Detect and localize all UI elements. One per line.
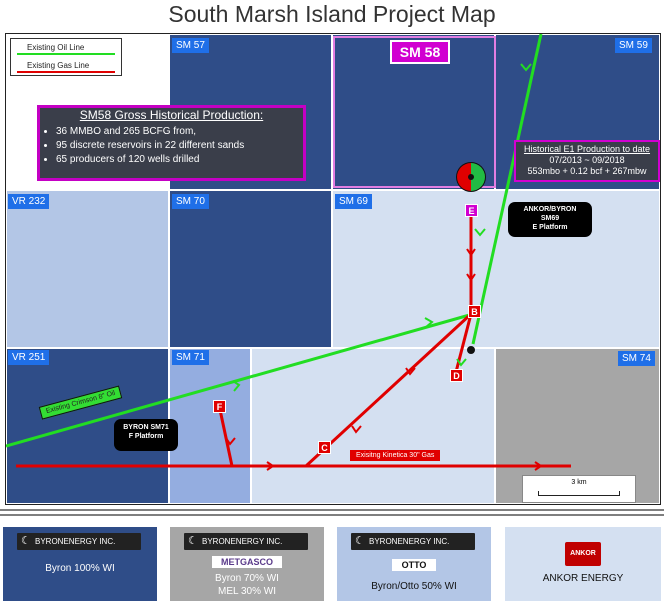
owner-box-byron-metgasco: ☾BYRONENERGY INC. METGASCO Byron 70% WI … <box>170 527 324 601</box>
flow-arrow <box>474 228 486 237</box>
byron-logo-icon: ☾ <box>21 535 31 547</box>
kinetica-label: Exisitng Kinetica 30" Gas <box>350 450 441 461</box>
map-area: SM 57 SM 59 VR 232 SM 70 SM 69 VR 251 SM… <box>5 33 661 505</box>
scale-bar: 3 km <box>522 475 636 503</box>
flow-arrow <box>232 380 241 392</box>
legend-gas-swatch <box>17 71 115 73</box>
production-box: SM58 Gross Historical Production: 36 MMB… <box>37 105 306 181</box>
scale-bracket <box>538 491 620 496</box>
production-heading: SM58 Gross Historical Production: <box>79 108 264 122</box>
byron-logo-icon: ☾ <box>355 535 365 547</box>
legend-oil: Existing Oil Line <box>11 39 121 57</box>
gas-line-f <box>217 404 234 467</box>
block-sm70 <box>169 190 332 348</box>
scale-label: 3 km <box>571 479 587 486</box>
production-item: 36 MMBO and 265 BCFG from, <box>56 125 303 139</box>
ankor-logo: ANKOR <box>565 542 601 566</box>
byron-logo: ☾ BYRONENERGY INC. <box>17 533 141 550</box>
owner-box-byron-otto: ☾ BYRONENERGY INC. OTTO Byron/Otto 50% WI <box>337 527 491 601</box>
oil-line-main <box>471 34 543 345</box>
gas-line-b-c <box>304 312 473 468</box>
map-title: South Marsh Island Project Map <box>168 1 496 27</box>
owner-text: ANKOR ENERGY <box>542 573 624 584</box>
owner-text: Byron 100% WI <box>45 563 115 574</box>
sm58-outline <box>333 36 496 188</box>
otto-logo: OTTO <box>392 559 436 571</box>
legend: Existing Oil Line Existing Gas Line <box>10 38 122 76</box>
owner-box-ankor: ANKOR ANKOR ENERGY <box>505 527 661 601</box>
owner-text: Byron/Otto 50% WI <box>371 581 457 592</box>
byron-sm71-callout: BYRON SM71 F Platform <box>114 419 178 451</box>
flow-arrow <box>351 425 362 434</box>
byron-logo: ☾ BYRONENERGY INC. <box>184 533 308 550</box>
byron-logo: ☾ BYRONENERGY INC. <box>351 533 475 550</box>
byron-logo-icon: ☾ <box>188 535 198 547</box>
flow-arrow <box>405 367 416 376</box>
flow-arrow <box>466 273 476 282</box>
logo-text: BYRONENERGY INC. <box>202 537 283 546</box>
label-sm58: SM 58 <box>390 40 450 64</box>
node-c: C <box>318 441 331 454</box>
production-item: 95 discrete reservoirs in 22 different s… <box>56 139 303 153</box>
callout-line: E Platform <box>532 224 568 231</box>
owner-text: Byron 70% WI <box>215 573 279 584</box>
label-sm71: SM 71 <box>172 350 209 365</box>
flow-arrow <box>466 248 476 257</box>
callout-line: BYRON SM71 <box>123 424 169 431</box>
flow-arrow <box>534 461 543 471</box>
e1-heading: Historical E1 Production to date <box>523 144 651 154</box>
d-well-dot <box>467 346 475 354</box>
label-sm59: SM 59 <box>615 38 652 53</box>
metgasco-logo: METGASCO <box>212 556 282 568</box>
label-vr232: VR 232 <box>8 194 50 209</box>
callout-line: SM69 <box>540 215 560 222</box>
divider-bottom <box>0 514 664 516</box>
legend-oil-swatch <box>17 53 115 55</box>
node-e: E <box>465 204 478 217</box>
node-b: B <box>468 305 481 318</box>
production-item: 65 producers of 120 wells drilled <box>56 153 303 167</box>
owner-box-byron: ☾ BYRONENERGY INC. Byron 100% WI <box>3 527 157 601</box>
divider-top <box>0 509 664 511</box>
label-sm70: SM 70 <box>172 194 209 209</box>
label-sm69: SM 69 <box>335 194 372 209</box>
e1-volumes: 553mbo + 0.12 bcf + 267mbw <box>527 166 647 176</box>
legend-oil-label: Existing Oil Line <box>27 43 85 52</box>
flow-arrow <box>520 63 532 72</box>
logo-text: BYRONENERGY INC. <box>35 537 116 546</box>
ankor-byron-callout: ANKOR/BYRON SM69 E Platform <box>508 202 592 237</box>
e1-dates: 07/2013 ~ 09/2018 <box>549 155 625 165</box>
logo-text: BYRONENERGY INC. <box>369 537 450 546</box>
label-sm74: SM 74 <box>618 351 655 366</box>
flow-arrow <box>225 437 236 446</box>
owner-text: MEL 30% WI <box>218 586 276 597</box>
node-d: D <box>450 369 463 382</box>
callout-line: ANKOR/BYRON <box>523 206 577 213</box>
block-vr232 <box>6 190 169 348</box>
legend-gas-label: Existing Gas Line <box>27 61 90 70</box>
node-f: F <box>213 400 226 413</box>
label-sm57: SM 57 <box>172 38 209 53</box>
oil-line-crimson <box>6 312 474 448</box>
well-marker <box>456 162 486 192</box>
label-vr251: VR 251 <box>8 350 50 365</box>
callout-line: F Platform <box>128 433 164 440</box>
flow-arrow <box>424 317 434 328</box>
e1-production-box: Historical E1 Production to date 07/2013… <box>514 140 660 182</box>
flow-arrow <box>266 461 275 471</box>
flow-arrow <box>456 358 467 367</box>
block-sm69 <box>332 190 660 348</box>
legend-gas: Existing Gas Line <box>11 57 121 75</box>
pipelines-svg <box>6 34 571 471</box>
